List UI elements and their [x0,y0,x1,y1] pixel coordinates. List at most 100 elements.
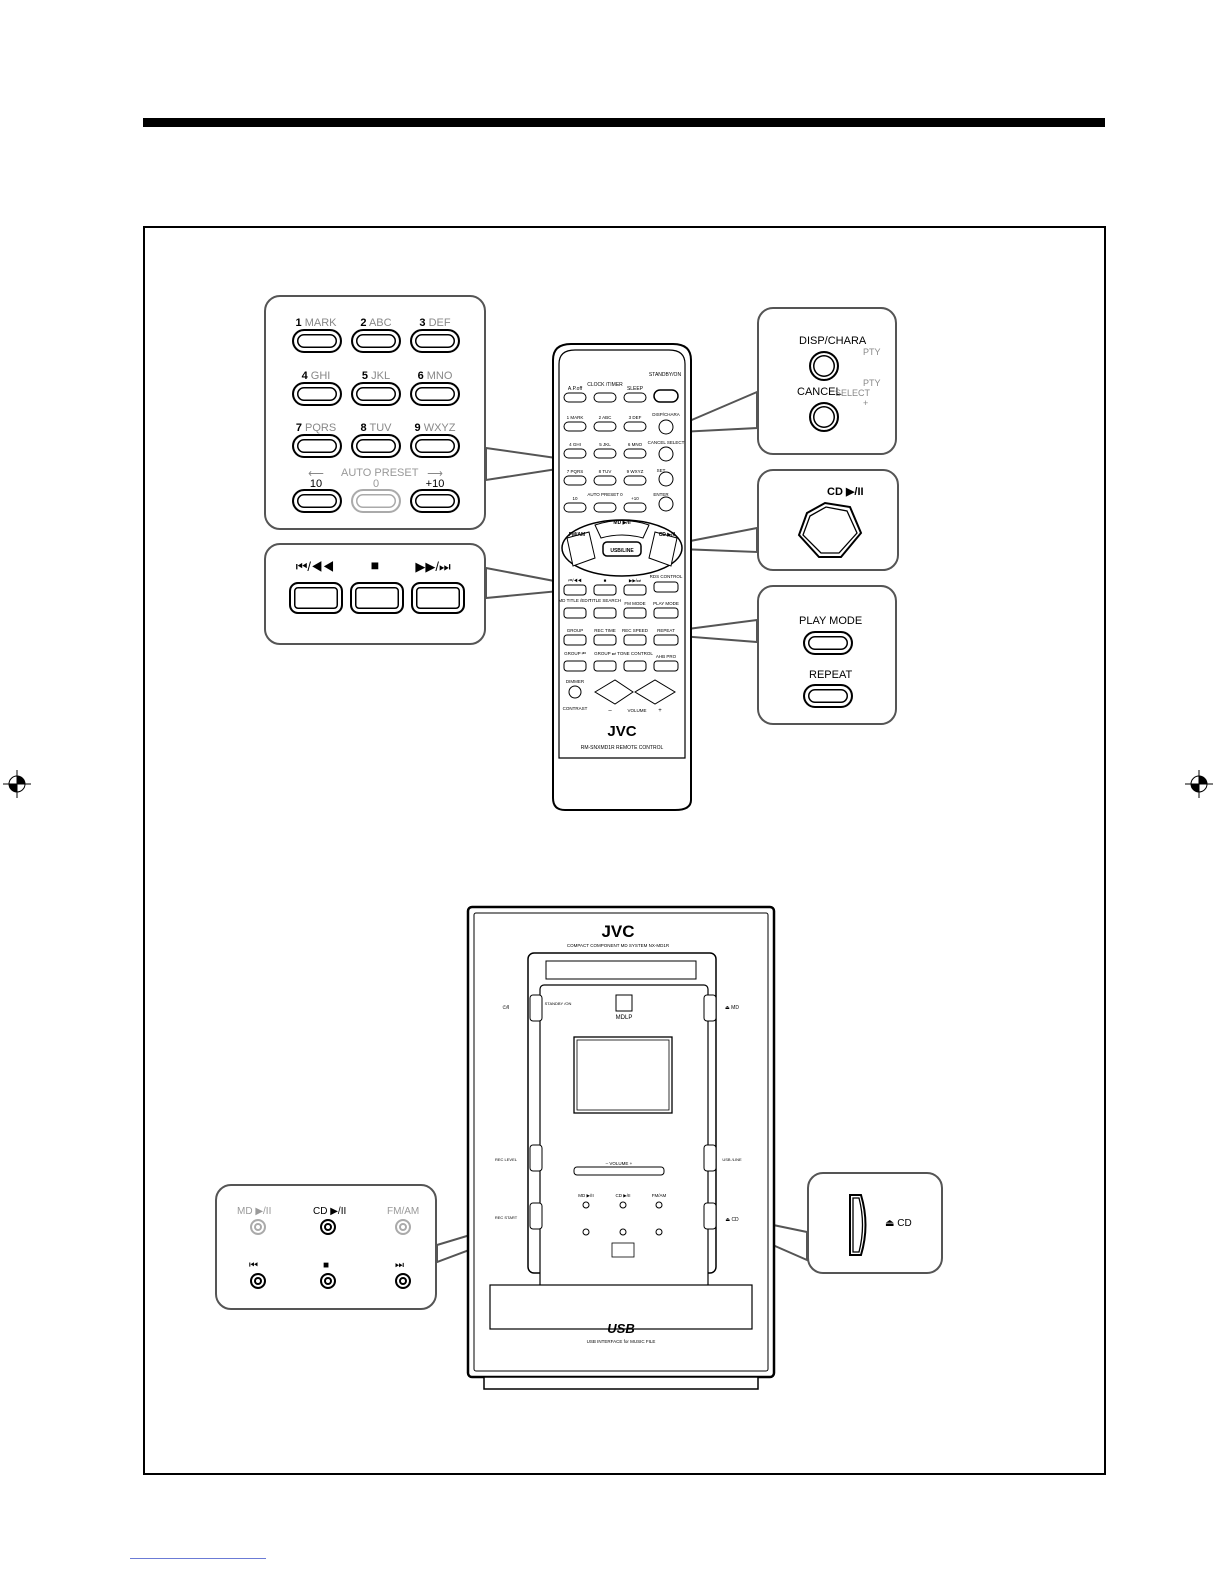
remote-key-3[interactable] [623,421,647,432]
pty2-label: PTY [863,378,881,388]
unit-fm-button[interactable] [655,1201,663,1209]
remote-num-3: 3 DEF [629,415,642,420]
key-4-button[interactable] [292,382,342,406]
unit-md-eject-button[interactable] [703,994,717,1022]
remote-num-6: 6 MNO [628,442,643,447]
remote-volume-down[interactable] [594,679,634,705]
remote-key-6[interactable] [623,448,647,459]
remote-group-button[interactable] [563,634,587,646]
cancel-select-button[interactable] [809,402,839,432]
unit-power-button[interactable] [529,994,543,1022]
cd-play-button[interactable] [795,501,865,561]
unit-usb-logo: USB [607,1321,634,1336]
key-6-button[interactable] [410,382,460,406]
remote-key-4[interactable] [563,448,587,459]
unit-display-screen [573,1036,673,1114]
remote-row3-d: REPEAT [657,628,675,633]
remote-clock-button[interactable] [593,392,617,403]
front-fm-button[interactable] [395,1219,411,1235]
remote-enter-button[interactable] [658,496,674,512]
remote-next-button[interactable] [623,584,647,596]
remote-volume-up[interactable] [634,679,676,705]
unit-volume-label: – VOLUME + [606,1161,633,1166]
unit-next-button[interactable] [655,1228,663,1236]
unit-rec-start-button[interactable] [529,1202,543,1230]
key-0-button[interactable] [351,489,401,513]
remote-md-button[interactable] [594,520,650,539]
remote-key-0[interactable] [593,502,617,513]
remote-stop-button[interactable] [593,584,617,596]
remote-key-minus10[interactable] [563,502,587,513]
remote-key-7[interactable] [563,475,587,486]
front-prev-label: ⏮ [249,1260,258,1271]
remote-cancel-button[interactable] [658,446,674,462]
key-3-button[interactable] [410,329,460,353]
unit-prev-button[interactable] [582,1228,590,1236]
remote-rec-speed-button[interactable] [623,634,647,646]
front-next-button[interactable] [395,1273,411,1289]
stop-button[interactable] [350,582,404,614]
unit-volume-slider[interactable] [573,1166,665,1176]
front-cd-play-button[interactable] [320,1219,336,1235]
remote-disp-button[interactable] [658,419,674,435]
remote-tone-button[interactable] [623,660,647,672]
disp-chara-button[interactable] [809,351,839,381]
minus10-button[interactable] [292,489,342,513]
remote-standby-button[interactable] [653,389,679,403]
key-2-button[interactable] [351,329,401,353]
unit-rec-level-button[interactable] [529,1144,543,1172]
key-9-button[interactable] [410,434,460,458]
remote-repeat-button[interactable] [653,634,679,646]
remote-cd-button[interactable] [648,531,678,567]
main-unit: JVC COMPACT COMPONENT MD SYSTEM NX-MD1R … [466,905,776,1390]
unit-cd-eject-button[interactable] [703,1202,717,1230]
unit-cd-play-button[interactable] [619,1201,627,1209]
remote-standby-label: STANDBY/ON [649,372,682,378]
remote-key-9[interactable] [623,475,647,486]
key-8-button[interactable] [351,434,401,458]
front-stop-button[interactable] [320,1273,336,1289]
cd-eject-button[interactable] [847,1192,873,1258]
remote-num-9: 9 WXYZ [627,469,644,474]
remote-cancel-label: CANCEL SELECT [648,440,685,445]
remote-key-plus10[interactable] [623,502,647,513]
key-7-button[interactable] [292,434,342,458]
key-3-label: 3 DEF [419,317,451,329]
plus10-button[interactable] [410,489,460,513]
remote-row3-b: REC TIME [594,628,615,633]
remote-prev-button[interactable] [563,584,587,596]
remote-group-prev-button[interactable] [563,660,587,672]
front-md-play-button[interactable] [250,1219,266,1235]
remote-key-2[interactable] [593,421,617,432]
remote-title-search-button[interactable] [593,607,617,619]
remote-usb-button[interactable] [602,541,642,557]
remote-apoff-button[interactable] [563,392,587,403]
unit-stop-button[interactable] [619,1228,627,1236]
remote-key-8[interactable] [593,475,617,486]
remote-ahb-button[interactable] [653,660,679,672]
remote-rec-time-button[interactable] [593,634,617,646]
key-5-button[interactable] [351,382,401,406]
repeat-button[interactable] [803,684,853,708]
remote-title-edit-button[interactable] [563,607,587,619]
remote-fm-mode-button[interactable] [623,607,647,619]
play-mode-button[interactable] [803,631,853,655]
remote-key-5[interactable] [593,448,617,459]
remote-num-8: 8 TUV [599,469,612,474]
remote-usb-label: USB/LINE [610,548,634,554]
remote-fm-button[interactable] [566,531,596,567]
remote-set-button[interactable] [658,471,674,487]
remote-sleep-button[interactable] [623,392,647,403]
prev-button[interactable] [289,582,343,614]
front-prev-button[interactable] [250,1273,266,1289]
remote-dimmer-button[interactable] [568,685,582,699]
remote-key-1[interactable] [563,421,587,432]
remote-rds-button[interactable] [653,581,679,593]
remote-play-mode-button[interactable] [653,607,679,619]
remote-group-next-button[interactable] [593,660,617,672]
key-1-button[interactable] [292,329,342,353]
unit-md-play-button[interactable] [582,1201,590,1209]
cd-logo-icon [611,1242,635,1258]
unit-usb-line-button[interactable] [703,1144,717,1172]
next-button[interactable] [411,582,465,614]
